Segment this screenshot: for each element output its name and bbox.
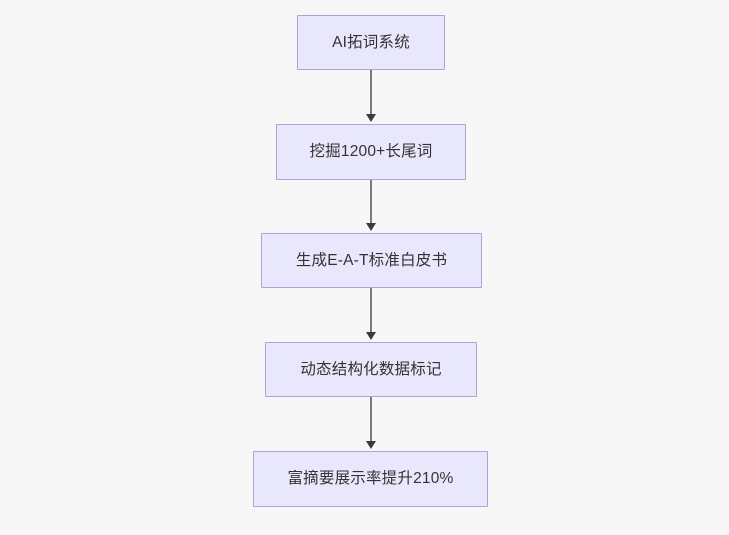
arrowhead-n1-n2 (365, 114, 376, 122)
flow-node-eat-whitepaper[interactable]: 生成E-A-T标准白皮书 (261, 233, 482, 288)
edge-n2-n3 (370, 180, 372, 225)
arrowhead-n3-n4 (365, 332, 376, 340)
flow-node-longtail-keywords[interactable]: 挖掘1200+长尾词 (276, 124, 466, 180)
flow-node-ai-keyword-system[interactable]: AI拓词系统 (297, 15, 445, 70)
edge-n1-n2 (370, 70, 372, 116)
arrowhead-n4-n5 (365, 441, 376, 449)
flow-node-structured-data-markup[interactable]: 动态结构化数据标记 (265, 342, 477, 397)
flow-node-rich-snippet-result[interactable]: 富摘要展示率提升210% (253, 451, 488, 507)
edge-n4-n5 (370, 397, 372, 443)
edge-n3-n4 (370, 288, 372, 334)
flow-node-label: 富摘要展示率提升210% (287, 470, 454, 488)
flow-node-label: 挖掘1200+长尾词 (309, 143, 433, 161)
flow-node-label: 动态结构化数据标记 (300, 360, 442, 378)
flow-node-label: 生成E-A-T标准白皮书 (295, 251, 448, 269)
arrowhead-n2-n3 (365, 223, 376, 231)
flow-node-label: AI拓词系统 (332, 33, 410, 51)
